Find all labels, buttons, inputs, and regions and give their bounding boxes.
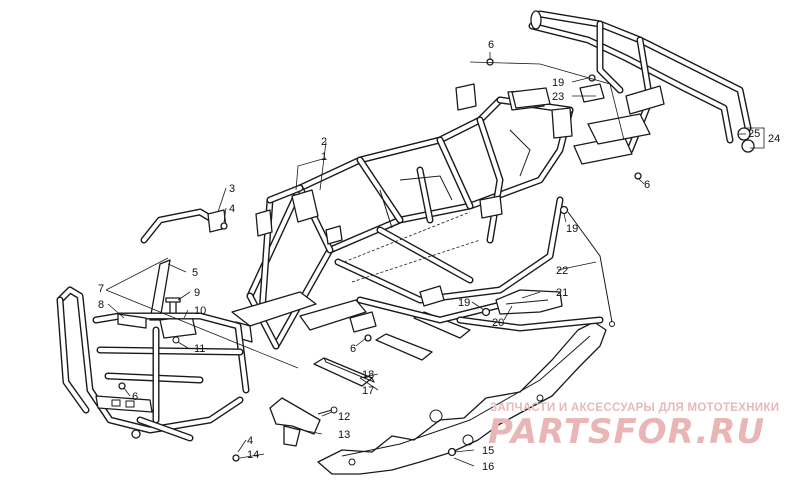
front-bumper (56, 286, 250, 442)
callout-3: 3 (229, 183, 235, 195)
bracket-assembly (269, 397, 338, 447)
callout-7: 7 (98, 283, 104, 295)
callout-6-top: 6 (488, 39, 494, 51)
callout-6-rear: 6 (644, 179, 650, 191)
callout-2: 2 (321, 136, 327, 148)
skid-plate (317, 321, 607, 475)
clamp-bolt (159, 297, 197, 344)
callout-24: 24 (768, 133, 780, 145)
callout-1: 1 (321, 151, 327, 163)
callout-19-mid: 19 (566, 223, 578, 235)
callout-15: 15 (482, 445, 494, 457)
callout-9: 9 (194, 287, 200, 299)
rear-rack-tube (528, 10, 755, 154)
footrest-bar (456, 316, 604, 332)
callout-4: 4 (229, 203, 235, 215)
callout-25: 25 (748, 128, 760, 140)
callout-8: 8 (98, 299, 104, 311)
watermark-tagline: ЗАПЧАСТИ И АКСЕССУАРЫ ДЛЯ МОТОТЕХНИКИ (490, 402, 780, 414)
callout-23: 23 (552, 91, 564, 103)
callout-6-center: 6 (350, 343, 356, 355)
fasteners (118, 58, 642, 462)
callout-5: 5 (192, 267, 198, 279)
rear-bracket (511, 83, 665, 165)
callout-21: 21 (556, 287, 568, 299)
callout-10: 10 (194, 305, 206, 317)
callout-13: 13 (338, 429, 350, 441)
callout-22: 22 (556, 265, 568, 277)
callout-19-low: 19 (458, 297, 470, 309)
callout-18: 18 (362, 369, 374, 381)
callout-numbers: 1 2 3 4 4 5 6 6 6 6 6 7 8 9 10 11 12 13 … (98, 39, 780, 473)
footrest-bracket (495, 289, 563, 315)
callout-16: 16 (482, 461, 494, 473)
front-strap (149, 259, 171, 321)
leader-lines (105, 52, 765, 467)
front-bumper-bracket (140, 208, 227, 244)
callout-19-top: 19 (552, 77, 564, 89)
callout-20: 20 (492, 317, 504, 329)
callout-12: 12 (338, 411, 350, 423)
callout-6-front: 6 (132, 391, 138, 403)
callout-17: 17 (362, 385, 374, 397)
callout-4b: 4 (247, 435, 253, 447)
brake-rod (567, 211, 615, 327)
frame-bumper-pad-17 (313, 357, 376, 387)
callout-11: 11 (194, 343, 205, 355)
watermark-brand: PARTSFOR.RU (488, 412, 766, 452)
callout-14: 14 (247, 449, 259, 461)
